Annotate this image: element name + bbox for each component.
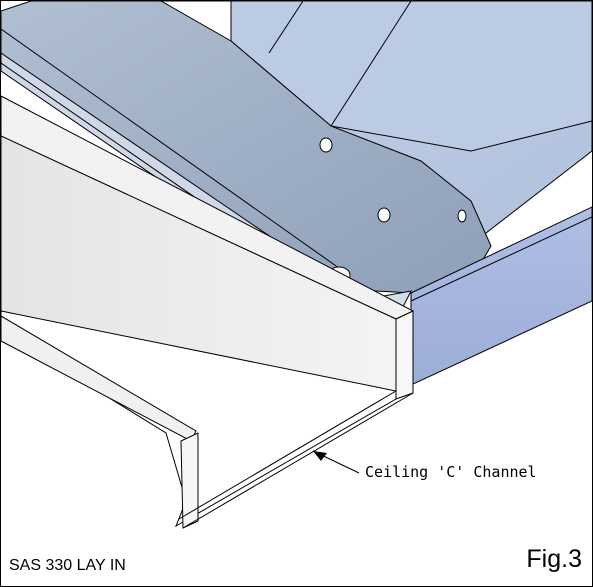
callout-arrowhead — [313, 451, 327, 461]
model-caption: SAS 330 LAY IN — [9, 557, 126, 574]
mounting-hole — [319, 137, 333, 153]
plate-step-line — [330, 1, 412, 127]
edge-top-line — [410, 216, 592, 302]
mounting-hole — [457, 209, 467, 223]
callout-label: Ceiling 'C' Channel — [365, 463, 537, 481]
c-channel-bottom-edge — [182, 392, 414, 529]
mounting-hole — [377, 207, 391, 223]
c-channel-end — [395, 310, 414, 400]
flange-fold-line — [1, 28, 347, 274]
figure-number: Fig.3 — [526, 545, 582, 573]
c-channel-return-lip — [180, 432, 199, 529]
c-channel-bottom-edge — [178, 390, 397, 520]
plate-step-line — [268, 1, 304, 54]
